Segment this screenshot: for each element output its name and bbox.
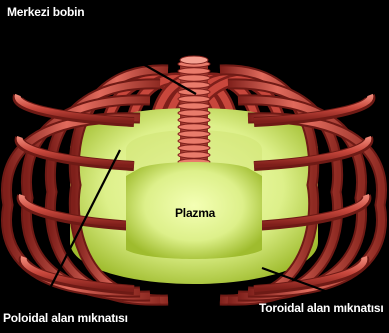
solenoid-turn <box>178 131 210 137</box>
central-solenoid <box>178 56 210 180</box>
solenoid-turn <box>178 68 210 74</box>
solenoid-turn <box>178 152 210 158</box>
solenoid-turn <box>178 96 210 102</box>
solenoid-turn <box>178 124 210 130</box>
solenoid-turn <box>178 138 210 144</box>
solenoid-turn <box>178 145 210 151</box>
solenoid-turn <box>178 75 210 81</box>
solenoid-top <box>180 56 208 64</box>
central-solenoid-label: Merkezi bobin <box>7 5 84 19</box>
solenoid-turn <box>178 110 210 116</box>
toroidal-magnet-label: Toroidal alan mıknatısı <box>259 301 384 315</box>
solenoid-turn <box>178 117 210 123</box>
solenoid-turn <box>178 103 210 109</box>
poloidal-magnet-label: Poloidal alan mıknatısı <box>3 311 128 325</box>
plasma-label: Plazma <box>175 206 215 220</box>
